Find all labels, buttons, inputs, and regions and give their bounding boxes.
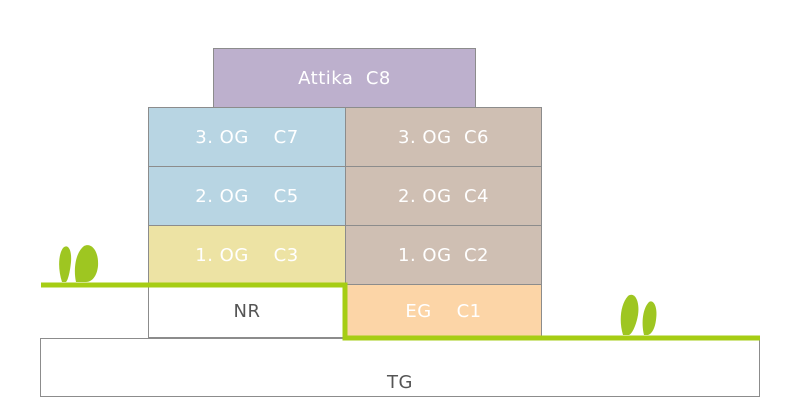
- unit-3og-left: 3. OG C7: [148, 107, 346, 167]
- unit-tg: TG: [40, 338, 760, 397]
- unit-2og-right: 2. OG C4: [345, 166, 542, 226]
- bush-icon: [59, 245, 99, 282]
- unit-eg: EG C1: [345, 284, 542, 338]
- unit-nr-label: NR: [233, 300, 261, 322]
- bush-icon: [620, 294, 657, 335]
- unit-1og-right-label: 1. OG C2: [398, 244, 489, 266]
- unit-tg-label: TG: [387, 372, 413, 393]
- unit-1og-left: 1. OG C3: [148, 225, 346, 285]
- unit-2og-left-label: 2. OG C5: [195, 185, 299, 207]
- unit-nr: NR: [148, 284, 346, 338]
- unit-2og-right-label: 2. OG C4: [398, 185, 489, 207]
- unit-3og-right: 3. OG C6: [345, 107, 542, 167]
- unit-1og-left-label: 1. OG C3: [195, 244, 299, 266]
- unit-3og-right-label: 3. OG C6: [398, 126, 489, 148]
- unit-attika: Attika C8: [213, 48, 476, 108]
- unit-2og-left: 2. OG C5: [148, 166, 346, 226]
- unit-3og-left-label: 3. OG C7: [195, 126, 299, 148]
- unit-attika-label: Attika C8: [298, 67, 391, 89]
- unit-1og-right: 1. OG C2: [345, 225, 542, 285]
- unit-eg-label: EG C1: [405, 300, 482, 322]
